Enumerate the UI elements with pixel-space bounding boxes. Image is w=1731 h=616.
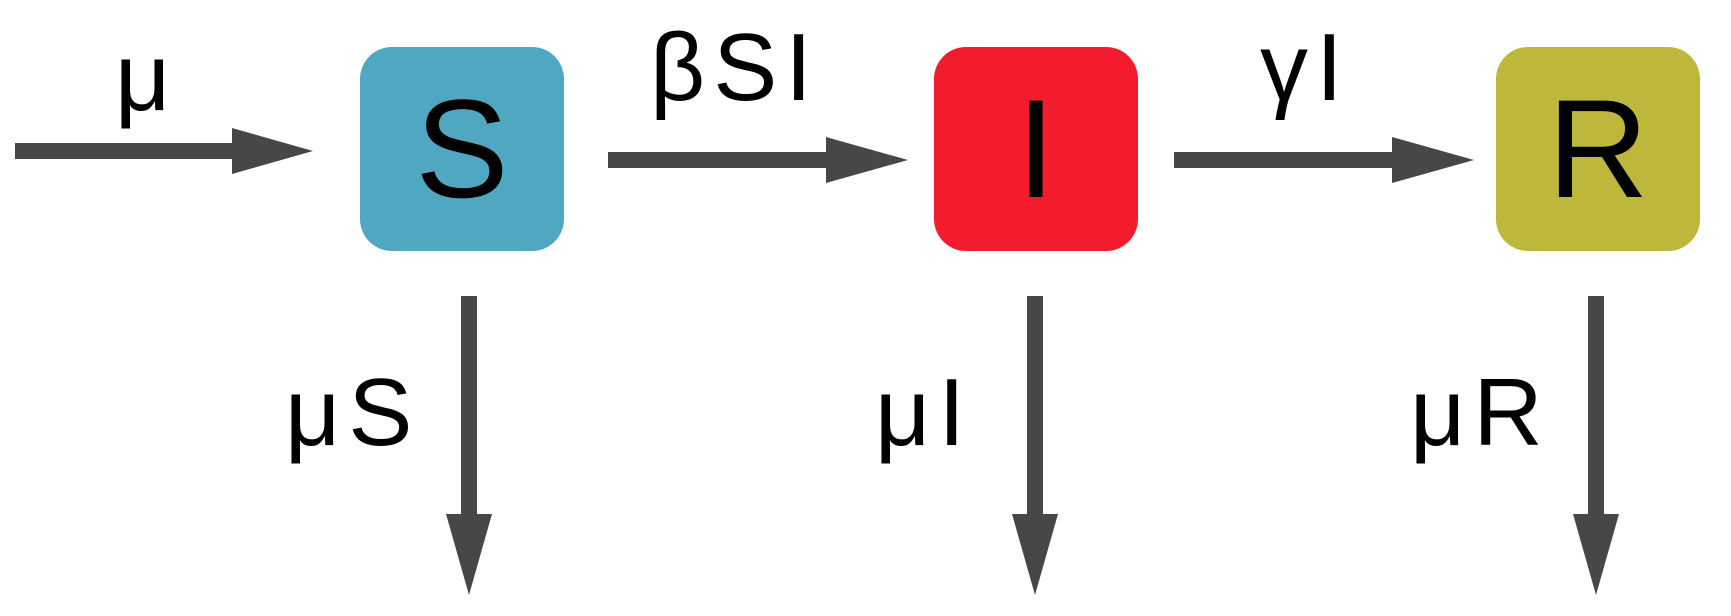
label-death-r: μR: [1410, 359, 1551, 466]
arrow-birth: [15, 128, 313, 174]
node-s-label: S: [415, 70, 509, 227]
node-i-label: I: [1016, 70, 1056, 227]
node-r-label: R: [1547, 70, 1649, 227]
label-death-i: μI: [875, 359, 973, 466]
node-i: I: [934, 47, 1138, 251]
label-birth: μ: [115, 24, 179, 131]
arrow-recovery: [1174, 137, 1474, 183]
node-r: R: [1496, 47, 1700, 251]
label-infection: βSI: [650, 14, 820, 121]
arrow-infection: [608, 137, 908, 183]
arrow-death-s: [446, 296, 492, 595]
label-death-s: μS: [285, 359, 421, 466]
arrow-death-i: [1012, 296, 1058, 595]
arrow-death-r: [1573, 296, 1619, 595]
node-s: S: [360, 47, 564, 251]
label-recovery: γI: [1260, 14, 1351, 121]
